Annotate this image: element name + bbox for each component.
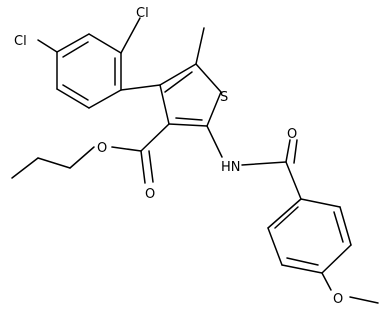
bond-methyl — [195, 27, 205, 65]
bond — [339, 206, 352, 246]
nh-label: HN — [221, 160, 241, 175]
thiophene-ring — [159, 63, 222, 127]
bond-o-methyl — [349, 296, 379, 304]
ester-oxygen-label: O — [97, 141, 107, 156]
bond-double — [62, 41, 89, 58]
bond — [56, 33, 90, 53]
bond-propyl-3 — [11, 157, 39, 179]
methoxy-oxygen-label: O — [333, 292, 343, 307]
bond-double — [333, 211, 344, 243]
bond-double — [286, 257, 319, 266]
bond — [267, 227, 283, 266]
bond-double — [62, 84, 89, 101]
bond — [195, 63, 222, 93]
bond-aryl-o — [321, 272, 332, 291]
bond — [267, 198, 302, 229]
bond-ester-co — [140, 150, 146, 184]
bond — [56, 88, 90, 109]
chlorine-ortho-label: Cl — [136, 6, 149, 21]
bond-double — [274, 206, 299, 229]
bond — [321, 244, 352, 274]
bond-c-cl-ortho — [120, 17, 141, 54]
bond-ester-c-o — [111, 146, 142, 152]
bond — [206, 91, 222, 127]
bond-c-cl-para — [37, 39, 58, 53]
bond-double — [175, 117, 203, 121]
bond-double — [164, 71, 193, 93]
chlorine-para-label: Cl — [14, 34, 27, 49]
bond — [159, 84, 170, 125]
methoxyphenyl-ring — [267, 198, 352, 274]
bond-c2-nh — [206, 125, 223, 158]
bond-nh-carbonyl — [241, 161, 287, 166]
sulfur-label: S — [220, 90, 228, 105]
bond — [168, 123, 208, 127]
bond — [88, 89, 122, 109]
bond-amide-co — [285, 139, 291, 163]
bond-carbonyl-aryl — [285, 161, 302, 200]
bond — [88, 33, 122, 54]
bond-propyl-2 — [37, 157, 71, 169]
bond-ester-co-double — [148, 150, 154, 183]
bond-c3-carbonyl — [140, 123, 170, 152]
bond — [281, 264, 323, 274]
bond-propyl-1 — [69, 146, 95, 169]
ester-carbonyl-oxygen-label: O — [145, 187, 155, 202]
bond — [300, 198, 341, 208]
bond-aryl-thiophene — [120, 84, 161, 91]
bond — [159, 63, 197, 86]
bond-amide-co-double — [293, 139, 298, 164]
amide-oxygen-label: O — [287, 127, 297, 142]
dichlorophenyl-ring — [56, 33, 122, 109]
